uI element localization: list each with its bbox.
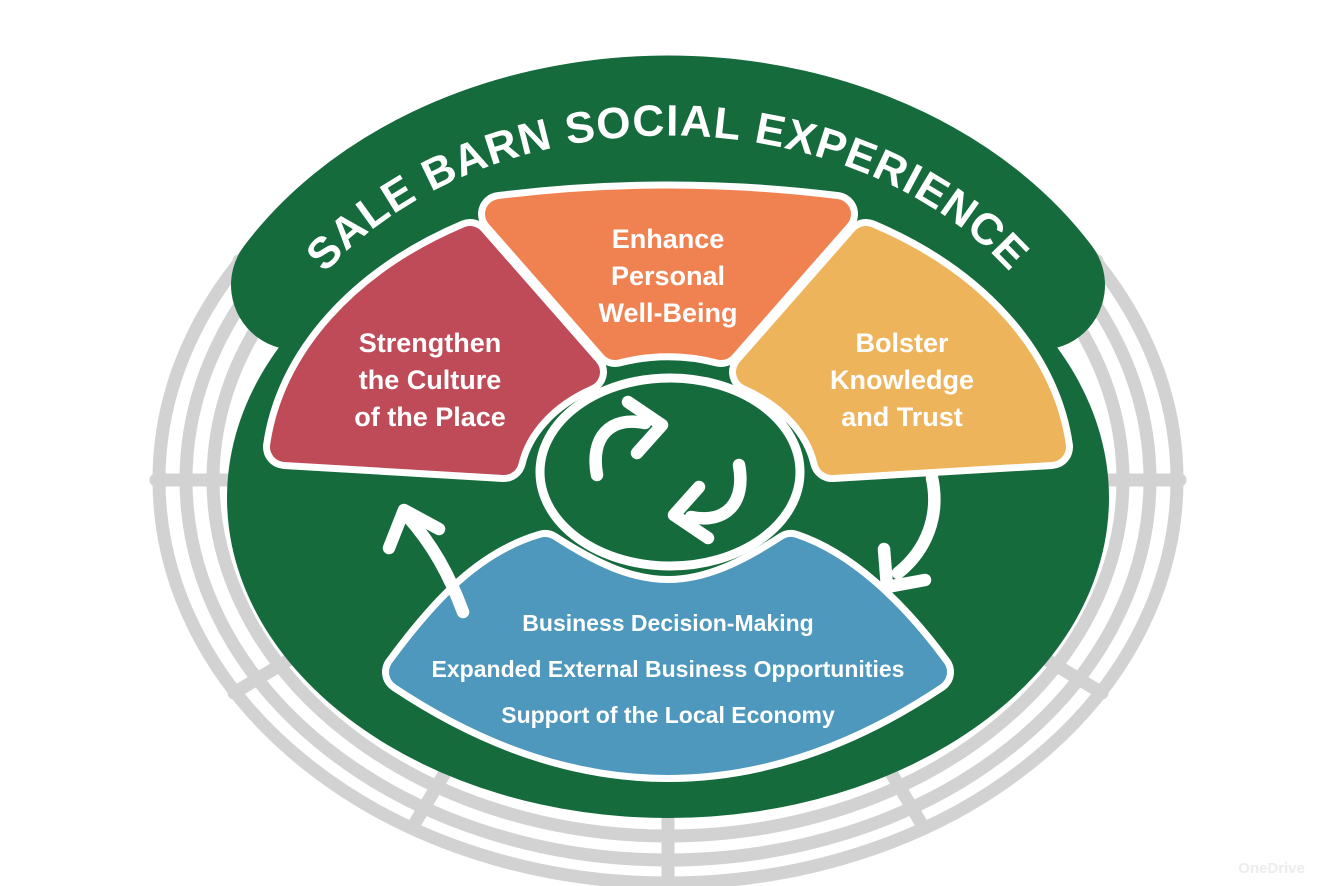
title-banner (231, 55, 1105, 350)
segment-knowledge (736, 226, 1066, 475)
left-arrow-head (382, 503, 446, 555)
segment-wellbeing (485, 188, 851, 360)
segment-culture (270, 226, 600, 475)
label-knowledge-line2: Knowledge (830, 365, 974, 395)
center-hub (535, 373, 805, 571)
onedrive-watermark: OneDrive (1238, 860, 1305, 877)
label-outcomes-line3: Support of the Local Economy (501, 702, 835, 728)
label-outcomes-line2: Expanded External Business Opportunities (432, 656, 905, 682)
right-arrow-head (877, 542, 932, 594)
cycle-arrows-icon (589, 395, 747, 545)
cycle-arrow-bottom-head (667, 480, 715, 545)
label-culture-line1: Strengthen (359, 328, 502, 358)
label-knowledge-line1: Bolster (855, 328, 949, 358)
cycle-arrow-bottom-curve (684, 458, 747, 525)
label-knowledge-line3: and Trust (841, 402, 963, 432)
label-wellbeing-line1: Enhance (612, 224, 725, 254)
cycle-arrow-top-head (621, 395, 669, 460)
label-wellbeing-line3: Well-Being (598, 298, 737, 328)
ring-tick-lower-right (1032, 648, 1109, 700)
label-wellbeing-line2: Personal (611, 261, 725, 291)
label-culture-line3: of the Place (354, 402, 506, 432)
ring-tick-bottom-right (880, 759, 931, 835)
cycle-arrow-top-curve (589, 415, 652, 482)
segment-outcomes (389, 537, 947, 775)
curved-arrow-up-icon (382, 503, 470, 619)
label-outcomes: Business Decision-Making Expanded Extern… (432, 610, 905, 728)
label-wellbeing: Enhance Personal Well-Being (598, 224, 737, 328)
ring-tick-bottom-left (405, 759, 456, 835)
right-arrow-curve (891, 471, 941, 580)
curved-arrow-down-icon (877, 471, 941, 594)
segment-labels: Strengthen the Culture of the Place Enha… (354, 224, 974, 728)
label-outcomes-line1: Business Decision-Making (522, 610, 813, 636)
ring-tick-lower-left (227, 648, 304, 700)
arrows (382, 395, 941, 619)
label-culture-line2: the Culture (359, 365, 502, 395)
left-arrow-curve (401, 510, 470, 619)
label-knowledge: Bolster Knowledge and Trust (830, 328, 974, 432)
label-culture: Strengthen the Culture of the Place (354, 328, 506, 432)
